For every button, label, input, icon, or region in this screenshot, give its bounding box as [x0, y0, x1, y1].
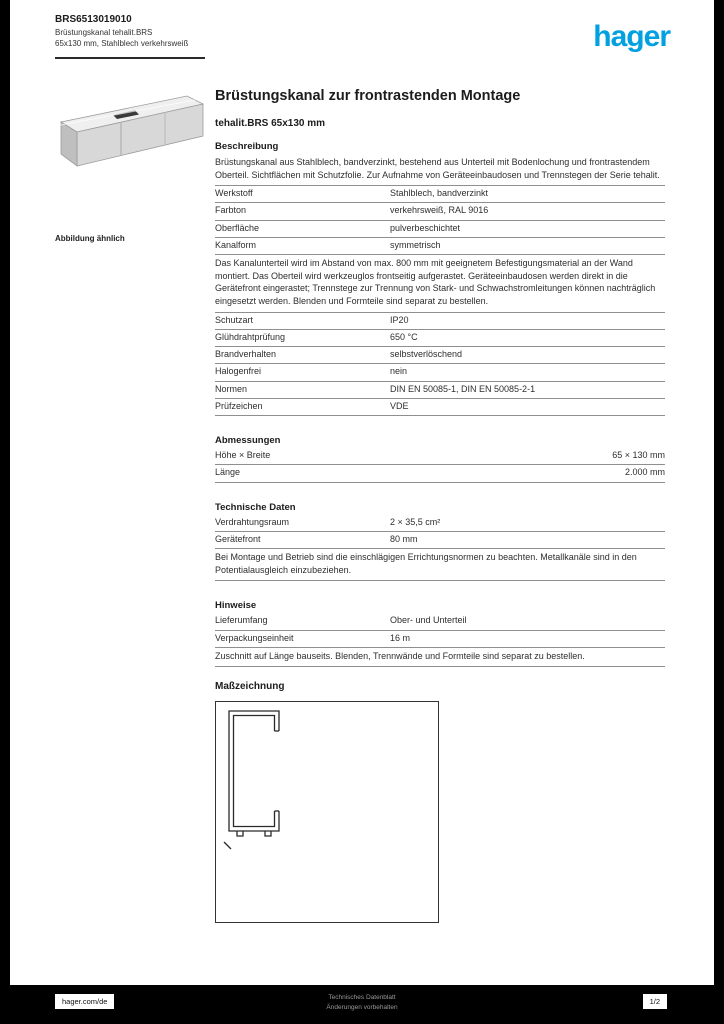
spec-gap — [215, 581, 665, 593]
header-rule — [55, 56, 205, 59]
spec-row-label: Normen — [215, 383, 248, 394]
spec-row: Prüfzeichen VDE — [215, 399, 665, 417]
spec-row-label: Länge — [215, 467, 241, 478]
spec-paragraph: Das Kanalunterteil wird im Abstand von m… — [215, 255, 665, 313]
spec-paragraph: Bei Montage und Betrieb sind die einschl… — [215, 549, 665, 582]
spec-row: Farbton verkehrsweiß, RAL 9016 — [215, 203, 665, 221]
footer-line2: Änderungen vorbehalten — [326, 1004, 398, 1012]
spec-row-label: Lieferumfang — [215, 615, 268, 626]
spec-row-label: Gerätefront — [215, 533, 261, 544]
spec-gap — [215, 416, 665, 428]
spec-row-label: Verpackungseinheit — [215, 632, 294, 643]
spec-row: Höhe × Breite 65 × 130 mm — [215, 448, 665, 466]
spec-row-value: verkehrsweiß, RAL 9016 — [390, 205, 489, 216]
spec-row-value: VDE — [390, 400, 409, 411]
main-content: Brüstungskanal zur frontrastenden Montag… — [215, 88, 665, 924]
spec-row: Kanalform symmetrisch — [215, 238, 665, 256]
spec-row-value: Ober- und Unterteil — [390, 615, 467, 626]
dimension-drawing-graphic — [223, 710, 280, 850]
product-subtitle: tehalit.BRS 65x130 mm — [215, 118, 326, 129]
spec-row-value: 650 °C — [390, 331, 418, 342]
spec-row-label: Oberfläche — [215, 222, 260, 233]
spec-row-value: 2 × 35,5 cm² — [390, 516, 441, 527]
spec-row-label: Werkstoff — [215, 188, 253, 199]
spec-row: Verdrahtungsraum 2 × 35,5 cm² — [215, 515, 665, 532]
product-title: Brüstungskanal zur frontrastenden Montag… — [215, 88, 521, 104]
drawing-section-label: Maßzeichnung — [215, 681, 285, 693]
spec-row-value: selbstverlöschend — [390, 349, 463, 360]
footer-line1: Technisches Datenblatt — [328, 994, 396, 1001]
spec-row-value: nein — [390, 366, 408, 377]
article-name: Brüstungskanal tehalit.BRS — [55, 28, 153, 37]
spec-row-label: Verdrahtungsraum — [215, 516, 290, 527]
spec-row: Verpackungseinheit 16 m — [215, 631, 665, 648]
spec-row: Länge 2.000 mm — [215, 465, 665, 483]
spec-row-label: Brandverhalten — [215, 349, 277, 360]
article-description: 65x130 mm, Stahlblech verkehrsweiß — [55, 38, 189, 48]
spec-row-value: 16 m — [390, 632, 411, 643]
hager-logo: hager — [593, 20, 671, 53]
spec-row: Glühdrahtprüfung 650 °C — [215, 330, 665, 348]
spec-row-label: Kanalform — [215, 239, 257, 250]
spec-header: Beschreibung — [215, 141, 279, 152]
image-caption: Abbildung ähnlich — [55, 234, 125, 243]
spec-row-value: 80 mm — [390, 533, 418, 544]
spec-row-value: DIN EN 50085-1, DIN EN 50085-2-1 — [390, 383, 536, 394]
product-image-graphic — [54, 95, 205, 167]
spec-row: Gerätefront 80 mm — [215, 532, 665, 550]
spec-row: Lieferumfang Ober- und Unterteil — [215, 613, 665, 631]
datasheet-page: BRS6513019010 Brüstungskanal tehalit.BRS… — [10, 0, 714, 985]
spec-row-value: Stahlblech, bandverzinkt — [390, 188, 489, 199]
spec-row-value: 2.000 mm — [624, 467, 665, 478]
spec-paragraph: Zuschnitt auf Länge bauseits. Blenden, T… — [215, 648, 665, 668]
spec-gap — [215, 483, 665, 495]
spec-row: Brandverhalten selbstverlöschend — [215, 347, 665, 365]
spec-row-value: IP20 — [390, 314, 409, 325]
spec-row-label: Höhe × Breite — [215, 450, 271, 461]
article-number: BRS6513019010 — [55, 14, 132, 25]
spec-paragraph: Brüstungskanal aus Stahlblech, bandverzi… — [215, 154, 665, 187]
spec-row-label: Farbton — [215, 205, 247, 216]
dimension-drawing — [215, 701, 439, 924]
page-indicator: 1/2 — [642, 994, 667, 1009]
spec-row: Normen DIN EN 50085-1, DIN EN 50085-2-1 — [215, 382, 665, 399]
spec-row-label: Schutzart — [215, 314, 254, 325]
spec-row: Oberfläche pulverbeschichtet — [215, 221, 665, 238]
spec-header: Hinweise — [215, 600, 257, 612]
spec-row-value: 65 × 130 mm — [612, 450, 665, 461]
spec-row: Werkstoff Stahlblech, bandverzinkt — [215, 186, 665, 204]
spec-row-value: symmetrisch — [390, 239, 441, 250]
spec-row: Halogenfrei nein — [215, 364, 665, 382]
spec-header: Abmessungen — [215, 435, 281, 447]
spec-row: Schutzart IP20 — [215, 313, 665, 330]
footer-center: Technisches Datenblatt Änderungen vorbeh… — [0, 993, 724, 1013]
spec-row-label: Glühdrahtprüfung — [215, 331, 286, 342]
doc-header: BRS6513019010 Brüstungskanal tehalit.BRS… — [55, 14, 215, 59]
footer-bar: hager.com/de Technisches Datenblatt Ände… — [0, 985, 724, 1024]
spec-row-label: Halogenfrei — [215, 366, 262, 377]
website-text: hager.com/de — [62, 997, 108, 1006]
spec-row-value: pulverbeschichtet — [390, 222, 461, 233]
product-image — [54, 88, 205, 172]
website-link[interactable]: hager.com/de — [55, 994, 115, 1009]
spec-row-label: Prüfzeichen — [215, 400, 263, 411]
spec-header: Technische Daten — [215, 501, 296, 513]
